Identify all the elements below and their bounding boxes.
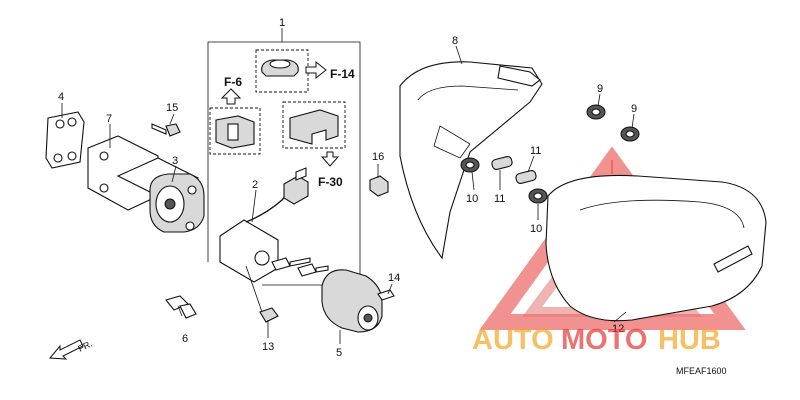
callout-4: 4 bbox=[58, 91, 64, 103]
callout-2: 2 bbox=[252, 179, 258, 191]
watermark-word-hub: HUB bbox=[658, 324, 721, 356]
part-bracket-4 bbox=[45, 111, 85, 169]
part-grommet-9b bbox=[620, 126, 640, 142]
detail-box-clip bbox=[255, 49, 327, 93]
part-grommet-11b bbox=[515, 170, 537, 184]
callout-8: 8 bbox=[452, 35, 458, 47]
detail-box-grommet bbox=[209, 88, 261, 155]
diagram-code: MFEAF1600 bbox=[676, 366, 727, 376]
part-screw-13 bbox=[245, 265, 279, 323]
part-grommet-11a bbox=[491, 156, 513, 170]
part-bolt-14 bbox=[377, 289, 395, 301]
part-side-cover-8 bbox=[399, 61, 543, 260]
callout-14: 14 bbox=[388, 272, 400, 284]
part-grommet-10b bbox=[528, 188, 548, 204]
part-key-6 bbox=[165, 295, 197, 319]
leader-lines bbox=[61, 45, 635, 344]
part-switch-2 bbox=[219, 167, 309, 283]
callout-15: 15 bbox=[166, 102, 178, 114]
watermark-word-moto: MOTO bbox=[561, 324, 647, 356]
callout-9b: 9 bbox=[631, 103, 637, 115]
callout-12: 12 bbox=[612, 323, 624, 335]
part-grommet-9a bbox=[586, 104, 606, 120]
ref-f6: F-6 bbox=[224, 75, 242, 89]
callout-labels: 1 2 3 4 5 6 7 8 9 9 10 10 11 11 12 13 14… bbox=[58, 17, 637, 359]
callout-9a: 9 bbox=[597, 83, 603, 95]
part-housing-3 bbox=[149, 173, 205, 233]
part-side-cover-12 bbox=[545, 174, 767, 322]
callout-11b: 11 bbox=[530, 145, 541, 157]
part-keys bbox=[271, 257, 329, 277]
callout-10b: 10 bbox=[530, 223, 542, 235]
watermark-word-auto: AUTO bbox=[472, 324, 554, 356]
callout-5: 5 bbox=[336, 347, 342, 359]
callout-11a: 11 bbox=[494, 193, 505, 205]
callout-16: 16 bbox=[372, 151, 384, 163]
part-cover-5 bbox=[321, 269, 383, 333]
callout-7: 7 bbox=[106, 113, 112, 125]
callout-6: 6 bbox=[182, 333, 188, 345]
reference-labels: F-6 F-14 F-30 bbox=[224, 67, 355, 189]
part-bolt-15 bbox=[151, 123, 181, 137]
callout-3: 3 bbox=[172, 155, 178, 167]
ref-f14: F-14 bbox=[330, 67, 355, 81]
part-clip-16 bbox=[369, 175, 389, 197]
ref-f30: F-30 bbox=[318, 175, 343, 189]
callout-13: 13 bbox=[262, 341, 274, 353]
detail-box-holder bbox=[282, 101, 346, 167]
watermark-text: AUTO MOTO HUB bbox=[472, 324, 721, 356]
callout-1: 1 bbox=[279, 17, 285, 29]
callout-10a: 10 bbox=[466, 193, 478, 205]
front-direction-arrow: FR. bbox=[48, 338, 94, 360]
part-grommet-10a bbox=[460, 157, 480, 173]
